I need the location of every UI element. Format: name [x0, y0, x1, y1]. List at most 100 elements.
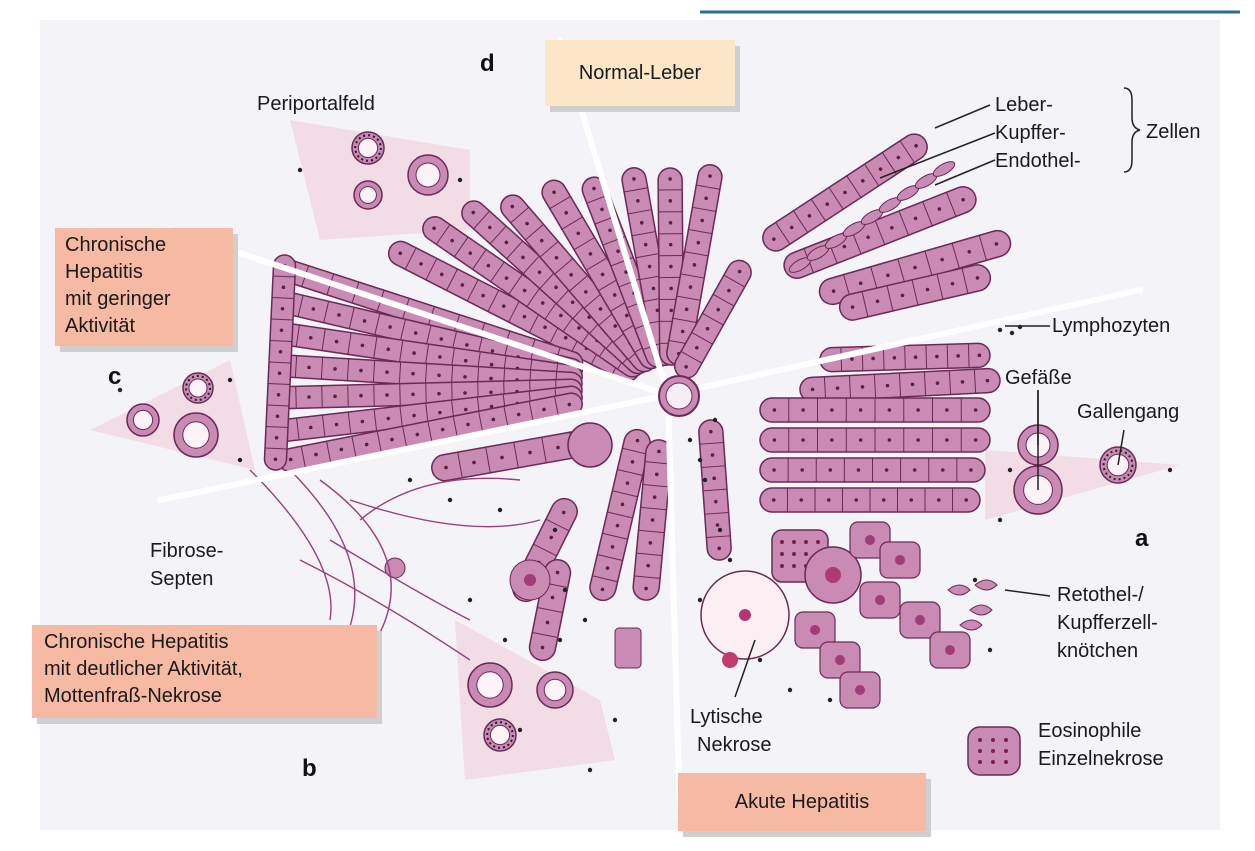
acute-hepatitis-box: Akute Hepatitis	[678, 773, 926, 831]
normal-liver-box: Normal-Leber	[545, 40, 735, 106]
hepatocyte-plate	[760, 428, 990, 452]
nucleus	[913, 468, 917, 472]
nucleus	[669, 309, 673, 313]
hepatocyte-block	[615, 628, 641, 668]
eosinophile-label-1: Eosinophile	[1038, 719, 1141, 743]
nucleus	[772, 468, 776, 472]
periportal-label: Periportalfeld	[257, 92, 375, 116]
vessel-lumen	[477, 672, 503, 698]
chronic-low-activity-box: Chronische Hepatitis mit geringer Aktivi…	[55, 228, 233, 346]
eosinophil-legend-granule	[1004, 749, 1008, 753]
nucleus	[801, 408, 805, 412]
lymphocyte	[468, 598, 472, 602]
lymphocyte	[758, 658, 762, 662]
lymphocyte	[973, 578, 977, 582]
nucleus	[859, 408, 863, 412]
vessel-lumen	[416, 163, 440, 187]
lymphocyte	[588, 768, 592, 772]
chronic-low-line-3: mit geringer	[65, 286, 223, 313]
lymphocyte	[558, 638, 562, 642]
nucleus	[945, 408, 949, 412]
nucleus	[969, 468, 973, 472]
kupffer-label: Kupffer-	[995, 121, 1066, 145]
nucleus	[799, 498, 803, 502]
retothel-label-1: Retothel-/	[1057, 583, 1144, 607]
eosinophil-legend-granule	[991, 738, 995, 742]
eosinophil-granule	[792, 540, 796, 544]
central-vein	[659, 376, 699, 416]
nucleus	[829, 468, 833, 472]
lymphocyte	[713, 418, 717, 422]
nucleus	[857, 468, 861, 472]
eosinophil-granule	[816, 540, 820, 544]
eosinophil-legend-granule	[991, 760, 995, 764]
eosinophil-granule	[804, 540, 808, 544]
lymphocyte	[998, 328, 1002, 332]
chronic-low-line-2: Hepatitis	[65, 259, 223, 286]
hepatocyte-nucleus	[875, 595, 885, 605]
nucleus	[859, 438, 863, 442]
hepatocyte-plate	[760, 458, 985, 482]
vessel-lumen	[189, 379, 207, 397]
lymphocyte	[228, 378, 232, 382]
nucleus	[916, 438, 920, 442]
lymphocyte	[998, 518, 1002, 522]
vessel-lumen	[544, 679, 566, 701]
swollen-hepatocyte-nucleus	[825, 567, 841, 583]
lymphocyte	[728, 558, 732, 562]
nucleus	[669, 265, 673, 269]
nucleus	[773, 408, 777, 412]
nucleus	[888, 438, 892, 442]
hepatocyte-nucleus	[865, 535, 875, 545]
eosinophil-granule	[780, 552, 784, 556]
lytic-necrosis-nucleus	[739, 609, 751, 621]
eosinophil-legend-granule	[978, 760, 982, 764]
zellen-label: Zellen	[1146, 120, 1200, 144]
eosinophil-granule	[780, 540, 784, 544]
eosinophil-legend-granule	[1004, 738, 1008, 742]
nucleus	[830, 408, 834, 412]
section-letter-d: d	[480, 50, 495, 78]
lymphocyte	[613, 718, 617, 722]
nucleus	[668, 177, 672, 181]
lymphocyte	[788, 688, 792, 692]
nucleus	[830, 438, 834, 442]
chronic-high-line-3: Mottenfraß-Nekrose	[44, 683, 365, 710]
nucleus	[941, 468, 945, 472]
eosinophil-granule	[792, 552, 796, 556]
lymphocyte	[448, 498, 452, 502]
nucleus	[669, 287, 673, 291]
eosinophil-legend-granule	[991, 749, 995, 753]
eosinophil-granule	[780, 564, 784, 568]
nucleus	[885, 468, 889, 472]
endothel-label: Endothel-	[995, 149, 1081, 173]
vessel-lumen	[360, 187, 377, 204]
hepatocyte-nucleus	[835, 655, 845, 665]
lymphocyte	[1008, 468, 1012, 472]
lymphocyte	[583, 618, 587, 622]
lymphocyte	[498, 508, 502, 512]
lymphocyte	[458, 178, 462, 182]
lymphocyte	[298, 168, 302, 172]
lymphocyte	[408, 478, 412, 482]
eosinophil-legend-granule	[978, 738, 982, 742]
vessel-lumen	[490, 725, 509, 744]
nucleus	[882, 498, 886, 502]
nucleus	[945, 438, 949, 442]
lymphozyten-label: Lymphozyten	[1052, 314, 1170, 338]
eosinophil-granule	[804, 552, 808, 556]
vessel-lumen	[183, 422, 209, 448]
lymphocyte	[1010, 331, 1014, 335]
red-nucleus	[722, 652, 738, 668]
nucleus	[668, 199, 672, 203]
lymphocyte	[698, 598, 702, 602]
lytische-label-2: Nekrose	[697, 733, 771, 757]
gallengang-label: Gallengang	[1077, 400, 1179, 424]
hepatocyte-nucleus	[895, 555, 905, 565]
lymphocyte	[238, 458, 242, 462]
lymphocyte	[518, 728, 522, 732]
nucleus	[773, 438, 777, 442]
hepatocyte-plate	[760, 398, 990, 422]
lymphocyte	[563, 588, 567, 592]
lymphocyte	[698, 458, 702, 462]
